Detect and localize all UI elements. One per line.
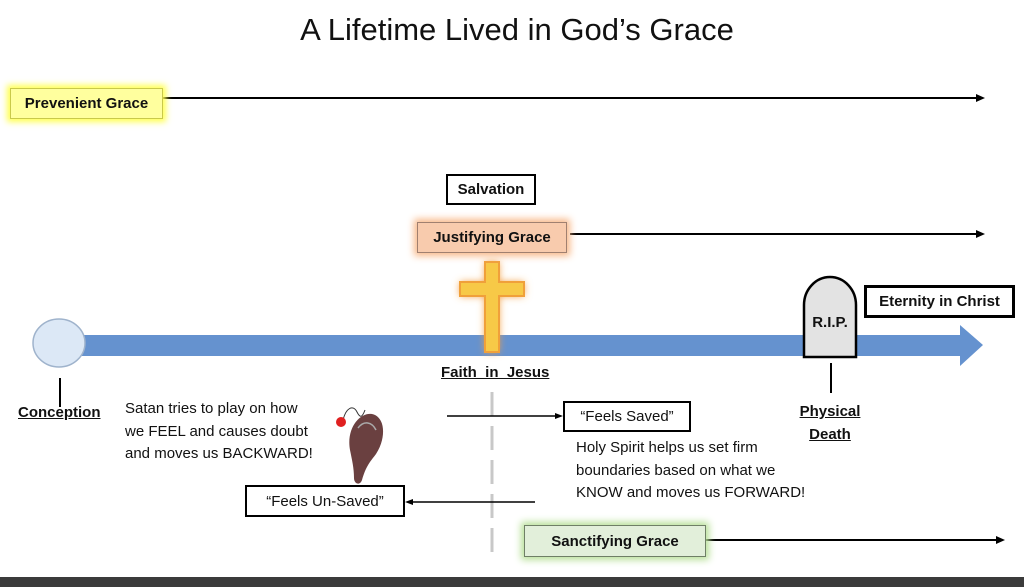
prevenient-arrowhead — [976, 94, 985, 102]
feels-unsaved-box: “Feels Un-Saved” — [245, 485, 405, 517]
page-title: A Lifetime Lived in God’s Grace — [300, 12, 734, 47]
physical-death-label: Physical Death — [790, 400, 870, 446]
satan-note: Satan tries to play on how we FEEL and c… — [125, 398, 313, 466]
conception-label: Conception — [18, 404, 101, 421]
bottom-bar — [0, 577, 1024, 587]
sanctifying-grace-box: Sanctifying Grace — [524, 525, 706, 557]
spirit-note: Holy Spirit helps us set firm boundaries… — [576, 437, 805, 505]
rip-label: R.I.P. — [812, 314, 848, 331]
faith-label: Faith in Jesus — [441, 364, 550, 381]
timeline-arrow — [75, 325, 983, 366]
sanctifying-arrowhead — [996, 536, 1005, 544]
salvation-box: Salvation — [446, 174, 536, 205]
tombstone-icon — [802, 275, 858, 359]
justifying-grace-box: Justifying Grace — [417, 222, 567, 253]
prevenient-grace-box: Prevenient Grace — [10, 88, 163, 119]
spirit-note-line: boundaries based on what we — [576, 461, 776, 479]
satan-note-line: we FEEL and causes doubt — [125, 422, 308, 440]
spirit-note-line: KNOW and moves us FORWARD! — [576, 484, 806, 501]
eternity-box: Eternity in Christ — [864, 285, 1015, 318]
physical-label: Physical — [799, 403, 861, 420]
spirit-note-line: Holy Spirit helps us set firm — [576, 439, 758, 456]
justifying-arrowhead — [976, 230, 985, 238]
satan-note-line: Satan tries to play on how — [125, 400, 298, 417]
cross-icon — [459, 261, 525, 353]
conception-circle — [32, 318, 86, 368]
maraca-icon — [336, 407, 384, 484]
satan-note-line: and moves us BACKWARD! — [125, 445, 313, 462]
forward-arrowhead — [555, 413, 563, 419]
backward-arrowhead — [405, 499, 413, 505]
death-label: Death — [809, 426, 851, 443]
feels-saved-box: “Feels Saved” — [563, 401, 691, 432]
